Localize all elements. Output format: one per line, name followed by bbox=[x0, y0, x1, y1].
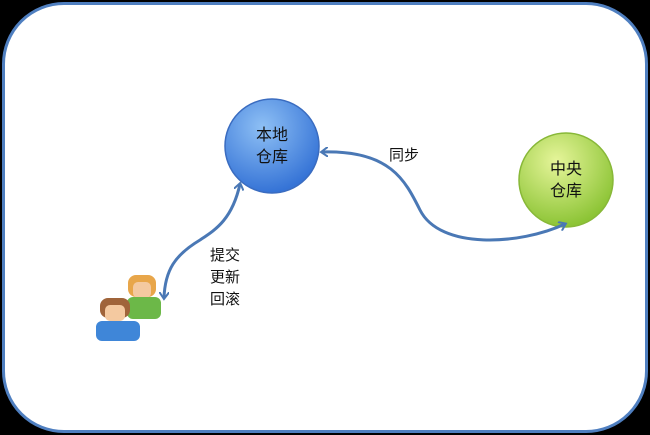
central-repo-node: 中央 仓库 bbox=[516, 158, 616, 202]
local-repo-label-1: 本地 bbox=[255, 125, 288, 144]
users-icon bbox=[96, 275, 161, 341]
central-repo-label-1: 中央 bbox=[549, 159, 582, 178]
local-repo-circle bbox=[224, 98, 320, 194]
sync-label: 同步 bbox=[389, 146, 420, 164]
commit-arrow bbox=[164, 184, 240, 298]
local-repo-label-2: 仓库 bbox=[255, 147, 288, 166]
op-rollback: 回滚 bbox=[210, 290, 241, 308]
sync-arrow bbox=[322, 152, 565, 242]
central-repo-label-2: 仓库 bbox=[549, 181, 582, 200]
op-update: 更新 bbox=[210, 268, 241, 286]
user-ops-label: 提交 更新 回滚 bbox=[210, 244, 240, 310]
op-commit: 提交 bbox=[210, 246, 241, 264]
local-repo-node: 本地 仓库 bbox=[222, 124, 322, 168]
